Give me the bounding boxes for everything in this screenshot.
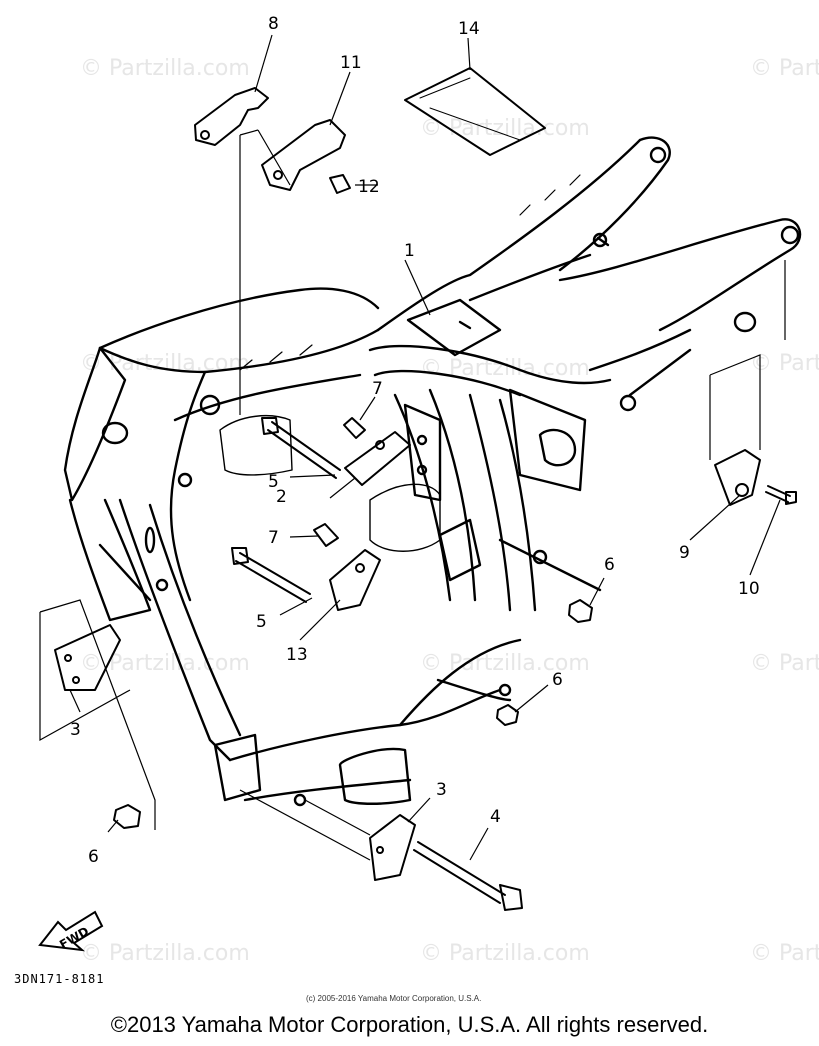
callout-7: 7	[372, 379, 383, 399]
callout-8: 8	[268, 14, 279, 34]
bolt-5a	[261, 417, 341, 479]
main-frame	[63, 136, 802, 807]
callout-10: 10	[738, 579, 760, 599]
bolt-12	[329, 174, 351, 194]
callout-2: 2	[276, 487, 287, 507]
watermark: © Partzilla.com	[80, 941, 250, 966]
bracket-8	[194, 87, 269, 146]
diagram-code: 3DN171-8181	[14, 972, 105, 986]
callout-14: 14	[458, 19, 480, 39]
nut-6c	[113, 804, 141, 829]
watermark: © Partzilla.com	[750, 351, 819, 376]
callout-5: 5	[256, 612, 267, 632]
copyright-notice: ©2013 Yamaha Motor Corporation, U.S.A. A…	[110, 1012, 709, 1037]
callout-6: 6	[604, 555, 615, 575]
bolt-4	[413, 841, 523, 911]
callout-6: 6	[88, 847, 99, 867]
watermark: © Partzilla.com	[80, 56, 250, 81]
callout-9: 9	[679, 543, 690, 563]
watermark: © Partzilla.com	[750, 56, 819, 81]
bolt-5b	[231, 547, 311, 603]
callout-11: 11	[340, 53, 362, 73]
watermark: © Partzilla.com	[750, 651, 819, 676]
watermark: © Partzilla.com	[420, 356, 590, 381]
bracket-9	[714, 449, 761, 506]
pad-14	[404, 67, 546, 156]
callout-12: 12	[358, 177, 380, 197]
watermark: © Partzilla.com	[750, 941, 819, 966]
watermark: © Partzilla.com	[420, 651, 590, 676]
callout-4: 4	[490, 807, 501, 827]
callout-5: 5	[268, 472, 279, 492]
bolt-7a	[343, 417, 366, 439]
callout-3: 3	[436, 780, 447, 800]
callout-6: 6	[552, 670, 563, 690]
callout-labels: 1 2 3 3 4 5 5 6 6 6 7 7 8 9 10 11 12 13 …	[70, 14, 760, 867]
watermark: © Partzilla.com	[420, 941, 590, 966]
bracket-3b	[369, 814, 416, 881]
plate-2	[344, 431, 411, 486]
nut-6b	[496, 704, 519, 726]
watermark: © Partzilla.com	[80, 351, 250, 376]
watermarks: © Partzilla.com © Partzilla.com © Partzi…	[80, 56, 819, 966]
bolt-7b	[313, 523, 339, 547]
callout-13: 13	[286, 645, 308, 665]
callout-1: 1	[404, 241, 415, 261]
watermark: © Partzilla.com	[80, 651, 250, 676]
plate-13	[329, 549, 381, 611]
callout-7: 7	[268, 528, 279, 548]
callout-3: 3	[70, 720, 81, 740]
bracket-11	[261, 119, 346, 191]
leader-lines	[39, 34, 786, 861]
bolt-10	[765, 485, 797, 505]
small-copyright: (c) 2005-2016 Yamaha Motor Corporation, …	[306, 994, 482, 1003]
bracket-3a	[54, 624, 121, 691]
watermark: © Partzilla.com	[420, 116, 590, 141]
nut-6a	[568, 599, 593, 623]
detached-parts	[54, 67, 797, 911]
